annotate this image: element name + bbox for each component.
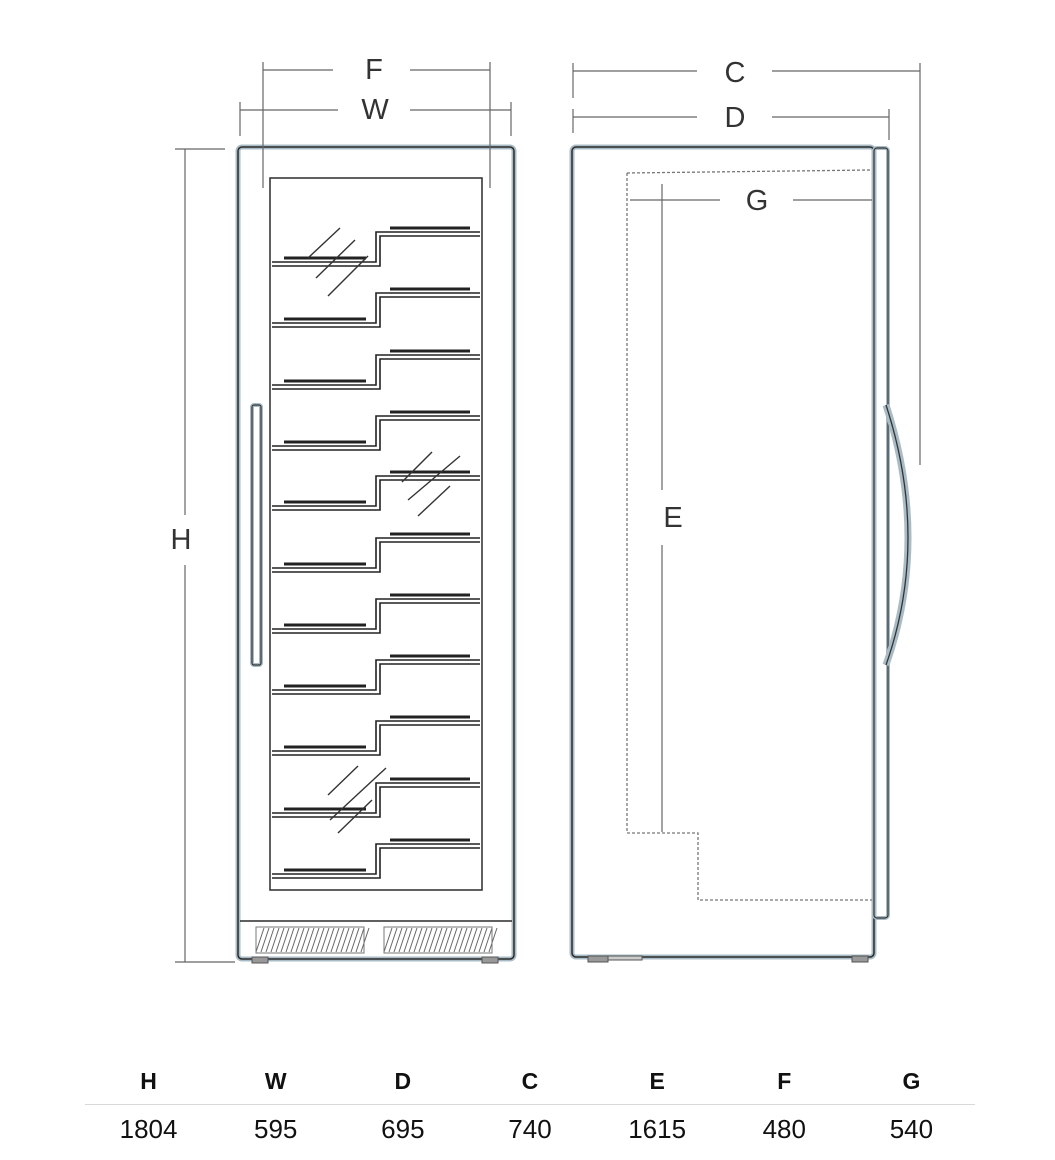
wine-shelf (272, 654, 480, 695)
inner-cavity-outline (626, 169, 873, 901)
dim-label-F: F (365, 54, 383, 86)
glass-door-panel (269, 177, 483, 891)
header-G: G (902, 1067, 921, 1094)
dimensions-value-row: 1804 595 695 740 1615 480 540 (85, 1105, 975, 1153)
side-foot-left (587, 955, 609, 963)
value-E: 1615 (628, 1113, 687, 1144)
side-door-edge-line (873, 147, 889, 919)
vent-grille-left (255, 927, 370, 953)
front-door-handle-edge (251, 404, 262, 666)
vent-frame-left (255, 926, 365, 954)
vent-frame-right (383, 926, 493, 954)
front-foot-right (481, 956, 499, 964)
wine-shelf (272, 838, 480, 879)
front-cabinet (237, 146, 515, 960)
wine-shelf (272, 777, 480, 818)
header-F: F (777, 1067, 792, 1094)
wine-shelf (272, 715, 480, 756)
dim-label-G: G (746, 185, 769, 217)
glass-reflection-top (307, 227, 369, 297)
dim-label-D: D (725, 102, 746, 134)
wine-shelf (272, 470, 480, 511)
wine-shelves (272, 226, 480, 879)
value-W: 595 (254, 1113, 298, 1144)
wine-shelf (272, 226, 480, 267)
header-E: E (649, 1067, 665, 1094)
side-cabinet (571, 146, 875, 958)
front-door-handle (250, 403, 263, 667)
front-dimensions (175, 62, 512, 963)
value-G: 540 (889, 1113, 934, 1144)
front-view (235, 144, 517, 964)
wine-shelf (272, 410, 480, 451)
side-view (569, 144, 912, 963)
dimensions-header-row: H W D C E F G (85, 1058, 975, 1105)
value-C: 740 (508, 1113, 552, 1144)
fridge-dimension-diagram: F W H C D G E (171, 54, 921, 964)
wine-shelf (272, 593, 480, 634)
dim-label-H: H (171, 524, 192, 556)
value-F: 480 (762, 1113, 806, 1144)
front-foot-left (251, 956, 269, 964)
dimensions-table: H W D C E F G 1804 595 695 740 1615 480 … (85, 1058, 975, 1153)
side-cabinet-outline (569, 144, 877, 960)
side-dimensions (572, 63, 921, 832)
glass-reflection-middle (401, 451, 461, 517)
header-D: D (394, 1067, 412, 1094)
dim-label-W: W (361, 94, 389, 126)
side-foot-mid (607, 955, 643, 961)
vent-grille-right (383, 927, 498, 953)
header-W: W (264, 1067, 287, 1094)
value-H: 1804 (119, 1113, 178, 1144)
dim-label-C: C (725, 57, 746, 89)
side-door-handle-line (885, 404, 909, 666)
wine-shelf (272, 532, 480, 573)
wine-shelf (272, 287, 480, 328)
side-foot-right (851, 955, 869, 963)
header-H: H (140, 1067, 157, 1094)
wine-shelf (272, 349, 480, 390)
header-C: C (521, 1067, 539, 1094)
value-D: 695 (381, 1113, 425, 1144)
glass-reflection-bottom (327, 765, 387, 834)
dim-label-E: E (663, 502, 682, 534)
